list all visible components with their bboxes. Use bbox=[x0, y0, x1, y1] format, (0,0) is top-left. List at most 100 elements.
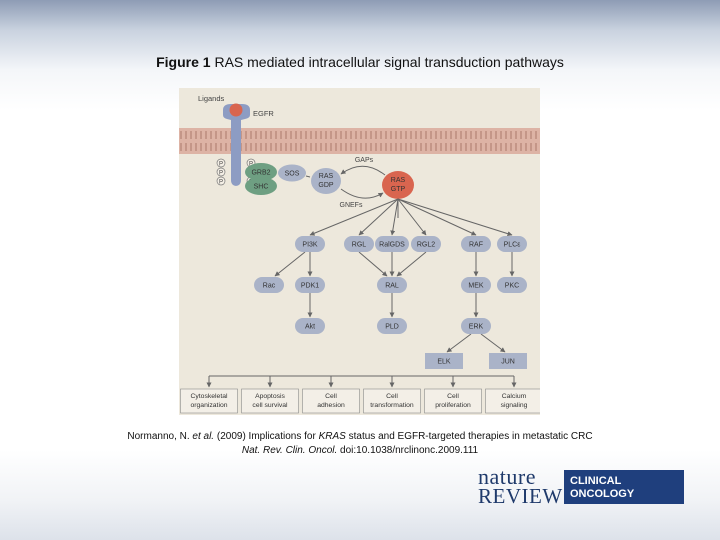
kinase-erk-node bbox=[461, 318, 491, 334]
effector-rgl-node bbox=[344, 236, 374, 252]
outcome-cell-adhesion-box bbox=[302, 388, 360, 414]
pathway-diagram-svg: Ligands EGFR PPPPPP GRB2 SHC SOS RAS GDP… bbox=[179, 94, 540, 414]
outcome-cytoskeletal-organization-box bbox=[180, 388, 238, 414]
outcome-label: Calcium bbox=[502, 393, 527, 400]
effector-pi3k-node bbox=[295, 236, 325, 252]
ras-to-effector-arrow bbox=[358, 198, 399, 236]
outcome-label: transformation bbox=[370, 402, 414, 409]
kinase-mek-label: MEK bbox=[468, 283, 484, 290]
kinase-akt-label: Akt bbox=[305, 324, 315, 331]
kinase-mek-node bbox=[461, 277, 491, 293]
citation-text-2: status and EGFR-targeted therapies in me… bbox=[345, 431, 593, 442]
outcome-label: Cell bbox=[386, 393, 398, 400]
ras-gtp-label-2: GTP bbox=[391, 186, 406, 193]
shc-label: SHC bbox=[254, 184, 269, 191]
outcome-label: cell survival bbox=[252, 402, 288, 409]
kinase-pdk1-label: PDK1 bbox=[301, 283, 319, 290]
sos-node bbox=[278, 164, 306, 182]
ras-to-effector-arrow bbox=[397, 198, 513, 237]
effector-rgl-label: RGL bbox=[352, 242, 367, 249]
effector-rgl2-node bbox=[411, 236, 441, 252]
effector-rgl2-label: RGL2 bbox=[417, 242, 435, 249]
logo-oncology: ONCOLOGY bbox=[570, 488, 635, 500]
citation-text-1: (2009) Implications for bbox=[214, 431, 319, 442]
effector-ralgds-node bbox=[375, 236, 409, 252]
kinase-akt-node bbox=[295, 318, 325, 334]
kinase-rac-label: Rac bbox=[263, 283, 276, 290]
outcome-label: adhesion bbox=[317, 402, 345, 409]
outcome-cell-transformation-box bbox=[363, 388, 421, 414]
logo-clinical: CLINICAL bbox=[570, 475, 622, 487]
erk-elk-arrow bbox=[446, 333, 472, 353]
phosphate-label: P bbox=[219, 170, 223, 176]
effector-raf-node bbox=[461, 236, 491, 252]
ras-to-effector-arrow bbox=[397, 198, 477, 236]
kinase-ral-node bbox=[377, 277, 407, 293]
citation-line-2: Nat. Rev. Clin. Oncol. doi:10.1038/nrcli… bbox=[0, 444, 720, 458]
citation-kras: KRAS bbox=[318, 431, 346, 442]
egfr-receptor bbox=[223, 103, 250, 186]
sos-label: SOS bbox=[285, 171, 300, 178]
pi3k-rac-arrow bbox=[274, 251, 306, 277]
citation-journal: Nat. Rev. Clin. Oncol. bbox=[241, 445, 338, 456]
kinase-ral-label: RAL bbox=[385, 283, 399, 290]
outcome-apoptosis-cell-survival-box bbox=[241, 388, 299, 414]
shc-node bbox=[245, 177, 277, 195]
tf-jun-label: JUN bbox=[501, 359, 515, 366]
phosphate-label: P bbox=[219, 179, 223, 185]
logo-nature: nature bbox=[478, 464, 536, 489]
outcome-label: organization bbox=[190, 402, 227, 409]
ras-gdp-label-1: RAS bbox=[319, 173, 334, 180]
ligand-icon bbox=[229, 103, 243, 117]
citation: Normanno, N. et al. (2009) Implications … bbox=[0, 430, 720, 458]
outcome-label: proliferation bbox=[435, 402, 471, 409]
pathway-diagram: Ligands EGFR PPPPPP GRB2 SHC SOS RAS GDP… bbox=[179, 88, 540, 415]
figure-title: Figure 1 RAS mediated intracellular sign… bbox=[0, 54, 720, 70]
ras-to-effector-arrow bbox=[397, 198, 427, 236]
effector-pi3k-label: PI3K bbox=[302, 242, 318, 249]
outcome-calcium-signaling-box bbox=[485, 388, 540, 414]
outcome-label: Cytoskeletal bbox=[190, 393, 228, 400]
outcome-cell-proliferation-box bbox=[424, 388, 482, 414]
ras-gtp-label-1: RAS bbox=[391, 177, 406, 184]
gnefs-arrow bbox=[340, 188, 384, 199]
ras-gdp-label-2: GDP bbox=[318, 182, 334, 189]
kinase-erk-label: ERK bbox=[469, 324, 484, 331]
erk-jun-arrow bbox=[480, 333, 506, 353]
kinase-pdk1-node bbox=[295, 277, 325, 293]
phosphate-icon bbox=[216, 158, 226, 168]
ras-gdp-node bbox=[311, 168, 341, 194]
ras-gtp-node bbox=[382, 171, 414, 199]
outcome-label: Cell bbox=[325, 393, 337, 400]
ras-to-effector-arrow bbox=[309, 198, 399, 236]
ligands-label: Ligands bbox=[198, 94, 225, 103]
effector-raf-label: RAF bbox=[469, 242, 483, 249]
outcome-label: Cell bbox=[447, 393, 459, 400]
kinase-pld-node bbox=[377, 318, 407, 334]
gaps-label: GAPs bbox=[355, 157, 374, 164]
gaps-arrow bbox=[340, 165, 386, 176]
rgl-ral-arrow bbox=[358, 251, 388, 277]
rgl2-ral-arrow bbox=[396, 251, 427, 277]
grb2-label: GRB2 bbox=[251, 170, 270, 177]
outcome-label: Apoptosis bbox=[255, 393, 285, 400]
kinase-rac-node bbox=[254, 277, 284, 293]
tf-elk-label: ELK bbox=[437, 359, 451, 366]
figure-label: Figure 1 bbox=[156, 54, 211, 70]
effector-ralgds-label: RalGDS bbox=[379, 242, 405, 249]
citation-etal: et al. bbox=[192, 431, 215, 442]
figure-title-text: RAS mediated intracellular signal transd… bbox=[210, 54, 564, 70]
citation-line-1: Normanno, N. et al. (2009) Implications … bbox=[0, 430, 720, 444]
kinase-pld-label: PLD bbox=[385, 324, 399, 331]
phosphate-label: P bbox=[249, 161, 253, 167]
gnefs-label: GNEFs bbox=[340, 202, 363, 209]
ras-to-effector-arrow bbox=[390, 198, 399, 236]
kinase-pkc-label: PKC bbox=[505, 283, 519, 290]
citation-doi: doi:10.1038/nrclinonc.2009.111 bbox=[337, 445, 479, 456]
tf-elk-node bbox=[425, 353, 463, 369]
citation-authors: Normanno, N. bbox=[127, 431, 190, 442]
logo-reviews: REVIEWS bbox=[478, 484, 575, 508]
grb2-node bbox=[245, 163, 277, 181]
effector-plc-node bbox=[497, 236, 527, 252]
effector-plc-label: PLCε bbox=[504, 242, 521, 249]
